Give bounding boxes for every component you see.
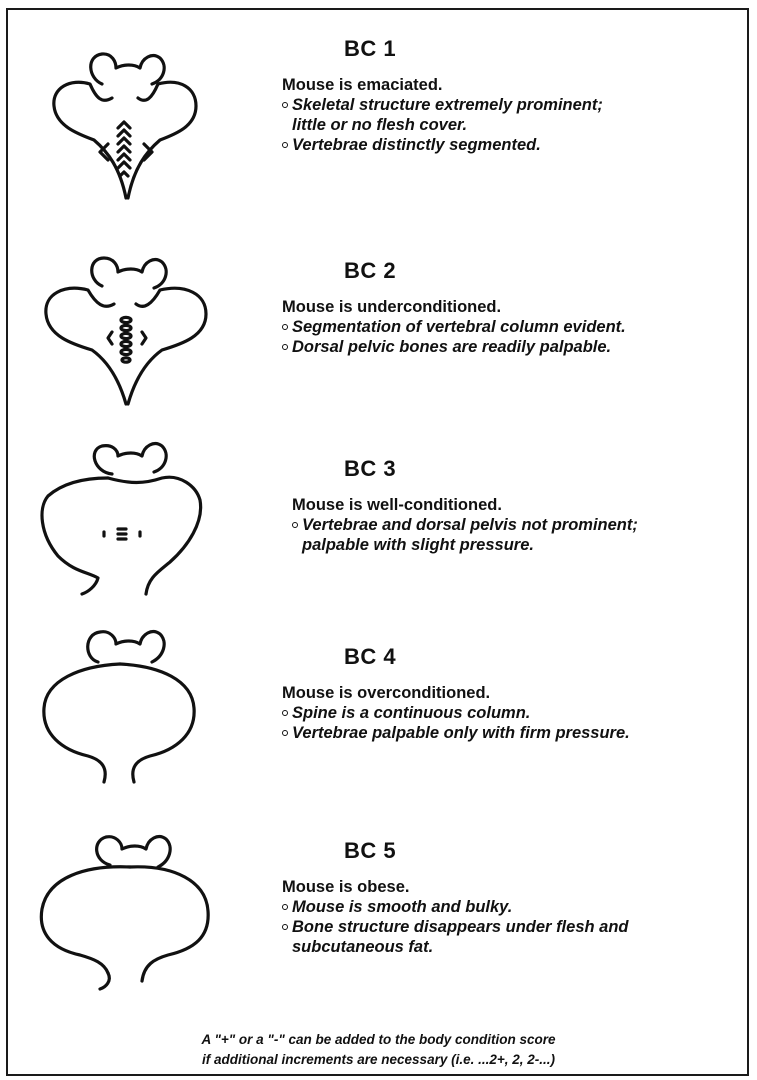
mouse-bc2-illustration <box>30 252 210 412</box>
score-increment-note: A "+" or a "-" can be added to the body … <box>0 1030 757 1070</box>
mouse-bc1-illustration <box>30 48 210 208</box>
bc3-title: BC 3 <box>344 456 397 481</box>
bc2-bullet-2: Dorsal pelvic bones are readily palpable… <box>282 337 742 357</box>
bc5-title: BC 5 <box>344 838 397 863</box>
bc5-bullet-1: Mouse is smooth and bulky. <box>282 897 742 917</box>
bc5-condition: Mouse is obese. <box>282 878 410 896</box>
bc5-description: BC 5 Mouse is obese. Mouse is smooth and… <box>282 838 742 957</box>
note-line-1: A "+" or a "-" can be added to the body … <box>201 1032 556 1047</box>
bc1-condition: Mouse is emaciated. <box>282 76 443 94</box>
bc4-title: BC 4 <box>344 644 397 669</box>
note-line-2: if additional increments are necessary (… <box>201 1052 556 1067</box>
bc3-bullet-1: Vertebrae and dorsal pelvis not prominen… <box>292 515 742 555</box>
bc2-title: BC 2 <box>344 258 397 283</box>
mouse-bc3-illustration <box>30 438 210 598</box>
bc2-bullet-1: Segmentation of vertebral column evident… <box>282 317 742 337</box>
bc3-description: BC 3 Mouse is well-conditioned. Vertebra… <box>282 456 742 555</box>
bc3-condition: Mouse is well-conditioned. <box>292 496 502 514</box>
figure-frame <box>6 8 749 1076</box>
bc4-bullet-1: Spine is a continuous column. <box>282 703 742 723</box>
bc4-condition: Mouse is overconditioned. <box>282 684 491 702</box>
bc4-bullet-2: Vertebrae palpable only with firm pressu… <box>282 723 742 743</box>
mouse-bc5-illustration <box>30 825 210 991</box>
mouse-bc4-illustration <box>30 622 210 784</box>
bc1-description: BC 1 Mouse is emaciated. Skeletal struct… <box>282 36 742 155</box>
bc1-title: BC 1 <box>344 36 397 61</box>
bc1-bullet-1: Skeletal structure extremely prominent; … <box>282 95 742 135</box>
bc5-bullet-2: Bone structure disappears under flesh an… <box>282 917 742 957</box>
bc2-condition: Mouse is underconditioned. <box>282 298 502 316</box>
bc1-bullet-2: Vertebrae distinctly segmented. <box>282 135 742 155</box>
bc4-description: BC 4 Mouse is overconditioned. Spine is … <box>282 644 742 743</box>
bc2-description: BC 2 Mouse is underconditioned. Segmenta… <box>282 258 742 357</box>
